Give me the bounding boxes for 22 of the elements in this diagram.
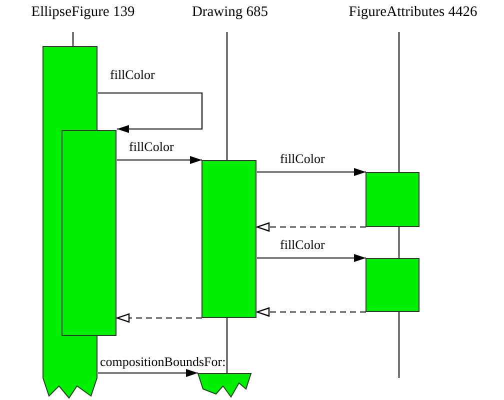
message-arrow [98,369,198,377]
message-label: fillColor [280,238,325,252]
lifeline-header: Drawing 685 [190,4,270,20]
message-label: fillColor [280,152,325,166]
lifeline [398,32,400,172]
return-arrow [116,313,202,323]
message-arrow [257,254,366,262]
lifeline [226,32,228,160]
message-arrow [257,168,366,176]
lifeline-header: EllipseFigure 139 [30,4,136,20]
message-label: compositionBoundsFor: [100,355,226,369]
lifeline [398,312,400,378]
lifeline-header: FigureAttributes 4426 [348,4,478,20]
return-arrow [256,222,366,232]
lifeline [72,32,74,46]
message-label: fillColor [129,140,174,154]
return-arrow [256,307,366,317]
message-label: fillColor [110,68,155,82]
lifeline [398,227,400,258]
message-arrow [98,92,203,133]
message-arrow [117,156,202,164]
lifeline [226,318,228,373]
